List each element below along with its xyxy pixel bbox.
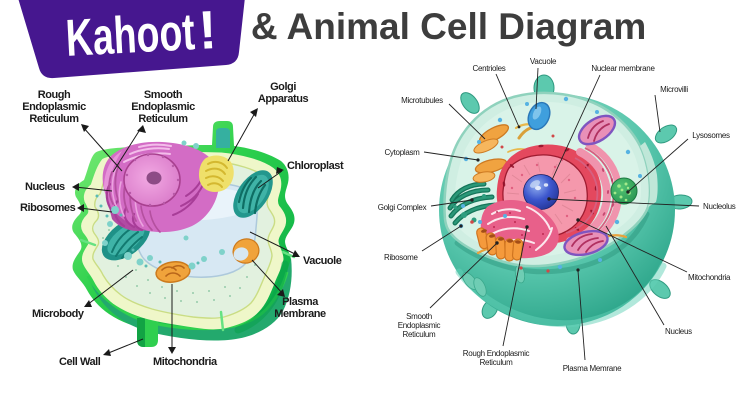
svg-text:!: ! [197, 0, 218, 61]
svg-text:Kahoot: Kahoot [64, 3, 196, 68]
